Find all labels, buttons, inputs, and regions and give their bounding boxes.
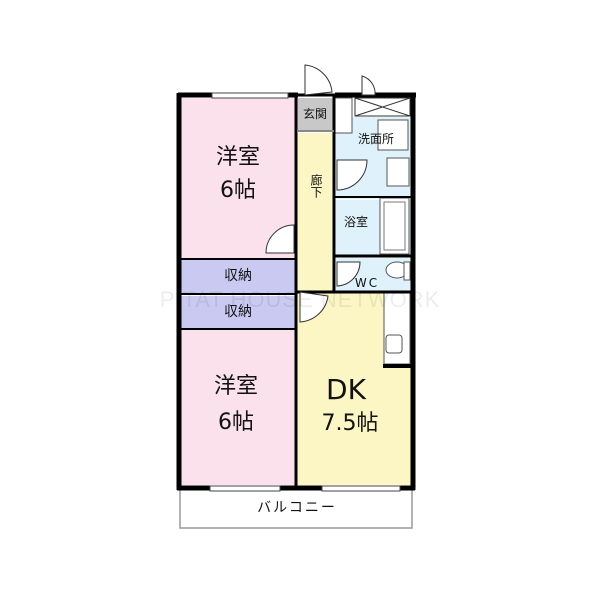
western-room-2-area bbox=[181, 330, 295, 485]
bathroom-label: 浴室 bbox=[343, 215, 369, 229]
entrance-area bbox=[297, 98, 333, 130]
entrance-label: 玄関 bbox=[302, 107, 328, 121]
balcony-area bbox=[179, 487, 413, 529]
western-room-1-size: 6帖 bbox=[220, 178, 256, 203]
hallway-label: 廊下 bbox=[309, 174, 323, 198]
storage-2-area bbox=[181, 296, 295, 328]
western-room-2-name: 洋室 bbox=[213, 374, 259, 399]
watermark: PITAT HOUSE NETWORK bbox=[159, 287, 441, 312]
toilet-label: WC bbox=[354, 276, 380, 290]
storage-1-area bbox=[181, 260, 295, 293]
western-room-2-size: 6帖 bbox=[218, 410, 254, 435]
dk-size: 7.5帖 bbox=[321, 411, 379, 436]
storage-2-label: 収納 bbox=[224, 304, 252, 320]
hallway-area bbox=[297, 133, 333, 293]
western-room-1-name: 洋室 bbox=[215, 145, 261, 170]
washroom-label: 洗面所 bbox=[357, 132, 395, 146]
balcony-label: バルコニー bbox=[257, 500, 337, 516]
dk-name: DK bbox=[326, 373, 366, 406]
storage-1-label: 収納 bbox=[224, 268, 252, 284]
